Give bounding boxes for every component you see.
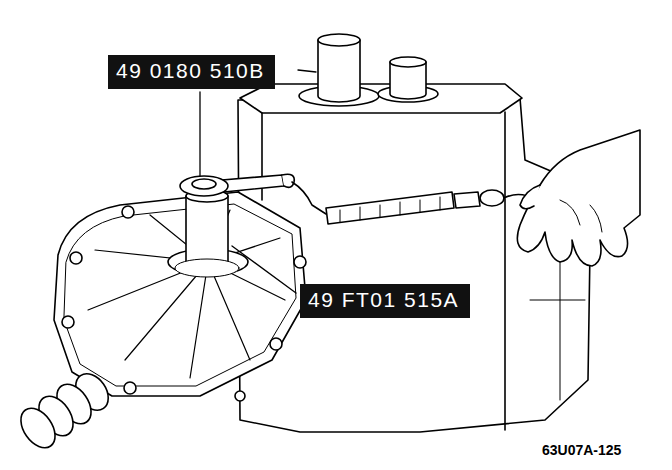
leader-line	[298, 70, 316, 72]
socket-tool	[175, 190, 239, 277]
socket-tool	[175, 259, 239, 277]
torque-wrench	[180, 176, 228, 196]
shaft	[299, 34, 438, 106]
hand	[560, 200, 602, 232]
transmission-case	[504, 112, 506, 430]
torque-wrench	[282, 174, 294, 187]
tool-number: 49 0180 510B	[116, 58, 267, 84]
rear-cover	[122, 206, 134, 218]
spring-scale	[292, 182, 536, 224]
shaft	[318, 40, 360, 102]
rear-cover	[62, 316, 74, 328]
tool-number-box: 49 0180 510B	[108, 55, 275, 89]
transmission-case	[240, 84, 522, 113]
rear-cover	[270, 338, 282, 350]
tool-number-box: 49 FT01 515A	[300, 284, 470, 318]
shaft	[318, 34, 360, 46]
boot	[14, 402, 62, 454]
rear-cover	[235, 391, 245, 401]
rear-cover	[70, 252, 82, 264]
figure-code: 63U07A-125	[540, 442, 623, 458]
spring-scale	[480, 190, 504, 206]
hand	[517, 130, 640, 266]
torque-wrench	[192, 179, 216, 189]
rear-cover	[54, 192, 306, 401]
spring-scale	[292, 182, 326, 214]
hand	[520, 185, 540, 209]
shaft	[390, 57, 426, 67]
leader-line	[232, 246, 296, 293]
torque-wrench	[180, 174, 294, 196]
rear-cover	[294, 256, 306, 268]
hand	[517, 130, 640, 266]
spring-scale	[454, 192, 480, 208]
rear-cover	[124, 382, 136, 394]
leader-line	[199, 92, 200, 176]
boot	[14, 368, 115, 454]
spring-scale	[340, 197, 440, 222]
rear-cover	[64, 204, 296, 386]
tool-number: 49 FT01 515A	[308, 287, 462, 313]
spring-scale	[326, 192, 454, 224]
transmission-case	[530, 300, 585, 301]
rear-cover	[54, 192, 306, 396]
socket-tool	[186, 196, 228, 268]
leader-line	[200, 70, 316, 293]
torque-wrench	[222, 175, 284, 192]
